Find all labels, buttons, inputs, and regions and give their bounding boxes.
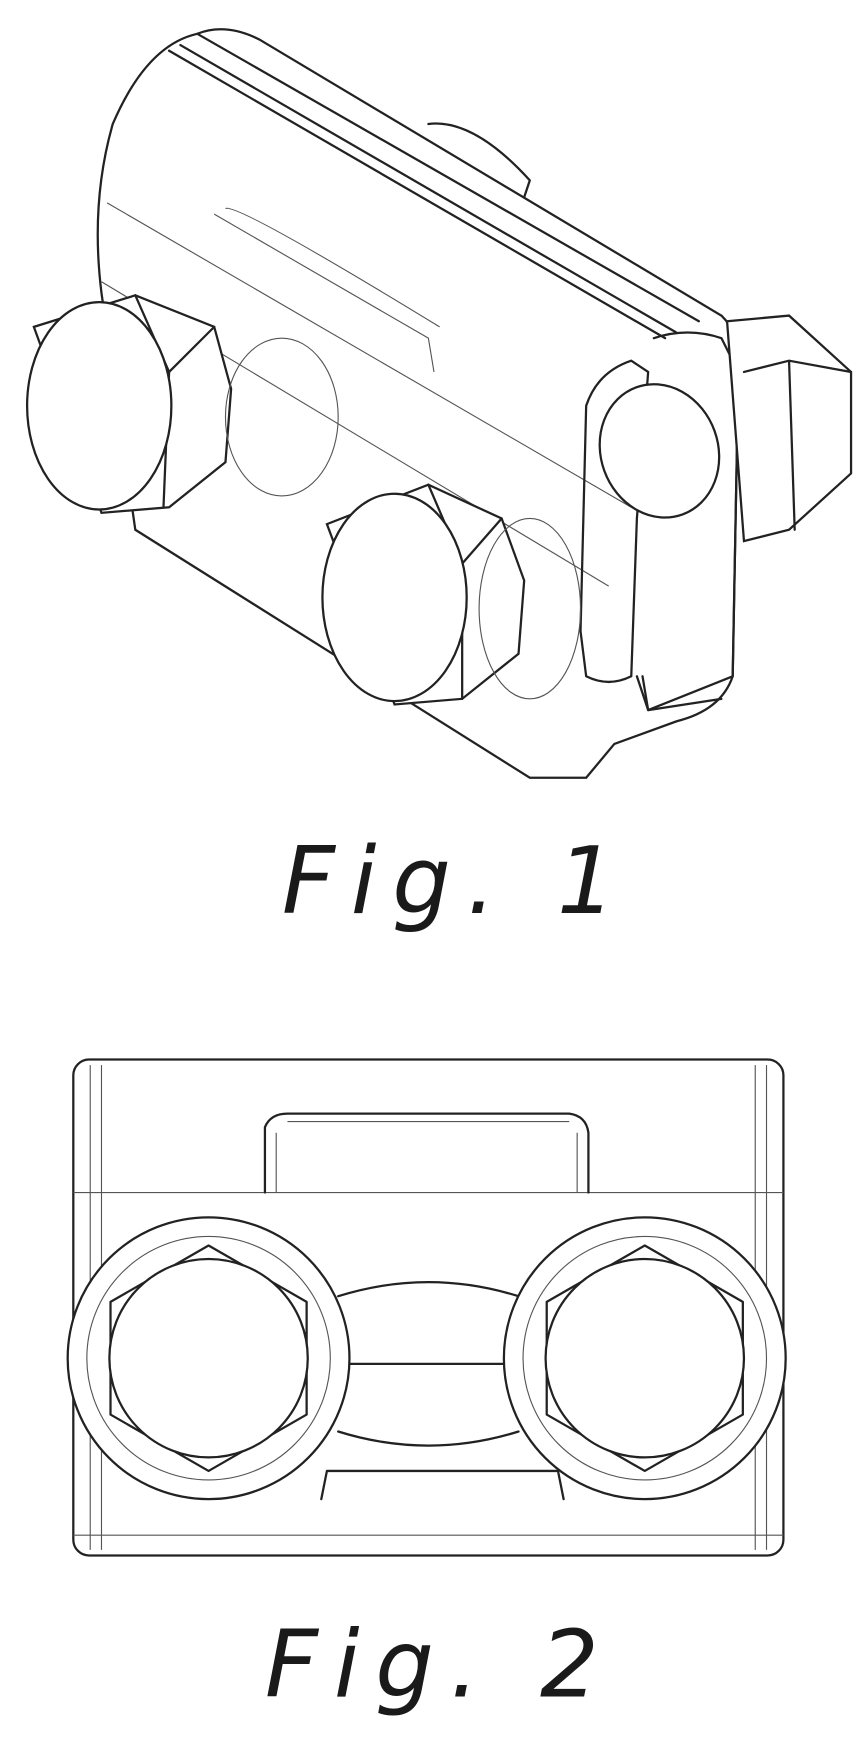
figure-2-clamp-front-view <box>66 1058 787 1557</box>
figure-1-caption: Fig. 1 <box>282 827 632 935</box>
right-bolt-head <box>502 1216 787 1501</box>
left-bolt-head <box>66 1216 351 1501</box>
figure-2-caption: Fig. 2 <box>265 1610 615 1718</box>
figure-1-clamp-perspective <box>25 28 853 779</box>
